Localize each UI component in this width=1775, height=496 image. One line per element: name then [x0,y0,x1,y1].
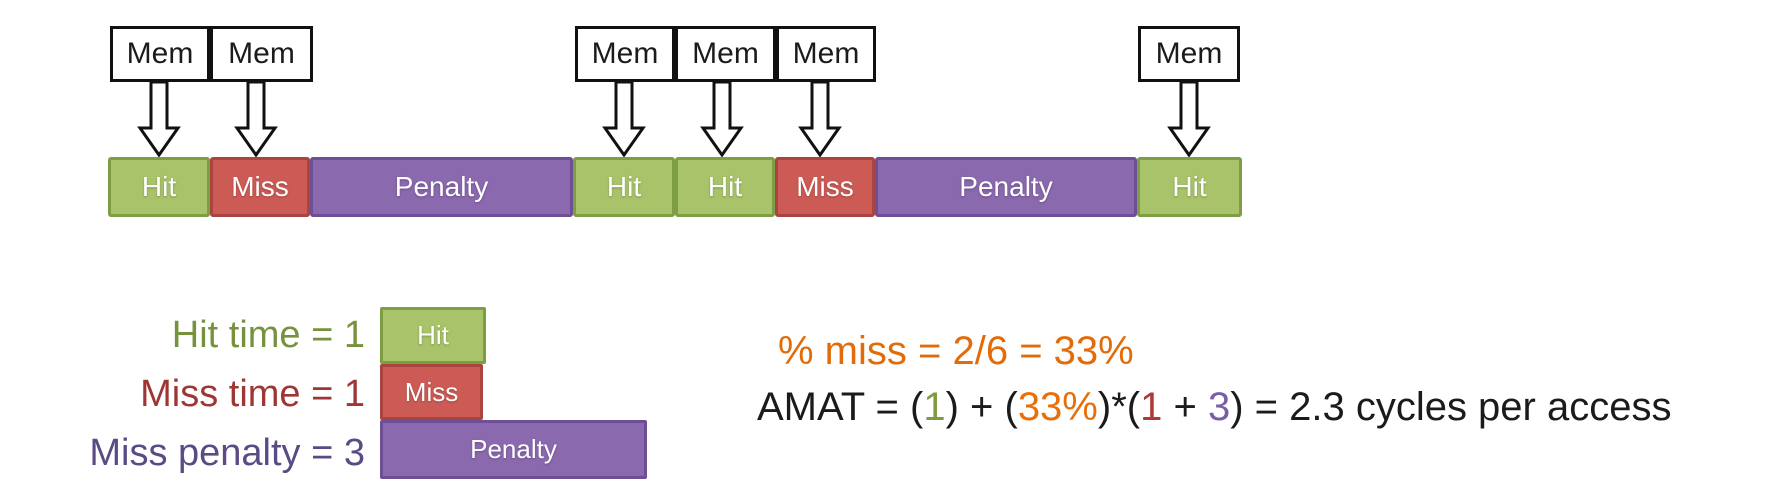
legend-box-hit: Hit [380,307,486,364]
down-arrow-icon [137,81,181,158]
timeline-segment-miss: Miss [775,157,875,217]
timeline-segment-hit: Hit [108,157,210,217]
amat-part-miss-penalty: 3 [1207,385,1231,429]
mem-box: Mem [210,26,313,82]
amat-equation: AMAT = (1) + (33%)*(1 + 3) = 2.3 cycles … [757,385,1671,430]
amat-part-miss-rate: 33% [1017,385,1098,429]
amat-part: + [1162,385,1208,429]
amat-part: AMAT = ( [757,385,924,429]
access-timeline: Hit Miss Penalty Hit Hit Miss Penalty Hi… [108,157,1242,217]
amat-part: )*( [1097,385,1141,429]
mem-box: Mem [1138,26,1240,82]
legend-line-hit-time: Hit time = 1 [171,314,365,356]
legend-line-miss-penalty: Miss penalty = 3 [89,432,365,474]
legend-box-penalty: Penalty [380,420,647,479]
amat-part: ) = 2.3 cycles per access [1230,385,1672,429]
timeline-segment-hit: Hit [1137,157,1242,217]
timeline-segment-hit: Hit [675,157,775,217]
mem-box: Mem [675,26,776,82]
timeline-segment-hit: Hit [573,157,675,217]
timeline-segment-penalty: Penalty [310,157,573,217]
amat-part-miss-time: 1 [1140,385,1163,429]
legend-text: Hit time = 1 Miss time = 1 Miss penalty … [60,306,365,483]
amat-part-hit-time: 1 [923,385,946,429]
down-arrow-icon [798,81,842,158]
mem-box: Mem [776,26,876,82]
down-arrow-icon [1167,81,1211,158]
mem-box: Mem [575,26,675,82]
mem-box: Mem [110,26,210,82]
timeline-segment-miss: Miss [210,157,310,217]
legend-box-miss: Miss [380,364,483,420]
miss-rate-equation: % miss = 2/6 = 33% [778,329,1134,373]
down-arrow-icon [700,81,744,158]
timeline-segment-penalty: Penalty [875,157,1137,217]
down-arrow-icon [234,81,278,158]
legend-line-miss-time: Miss time = 1 [140,373,365,415]
amat-part: ) + ( [945,385,1018,429]
down-arrow-icon [602,81,646,158]
